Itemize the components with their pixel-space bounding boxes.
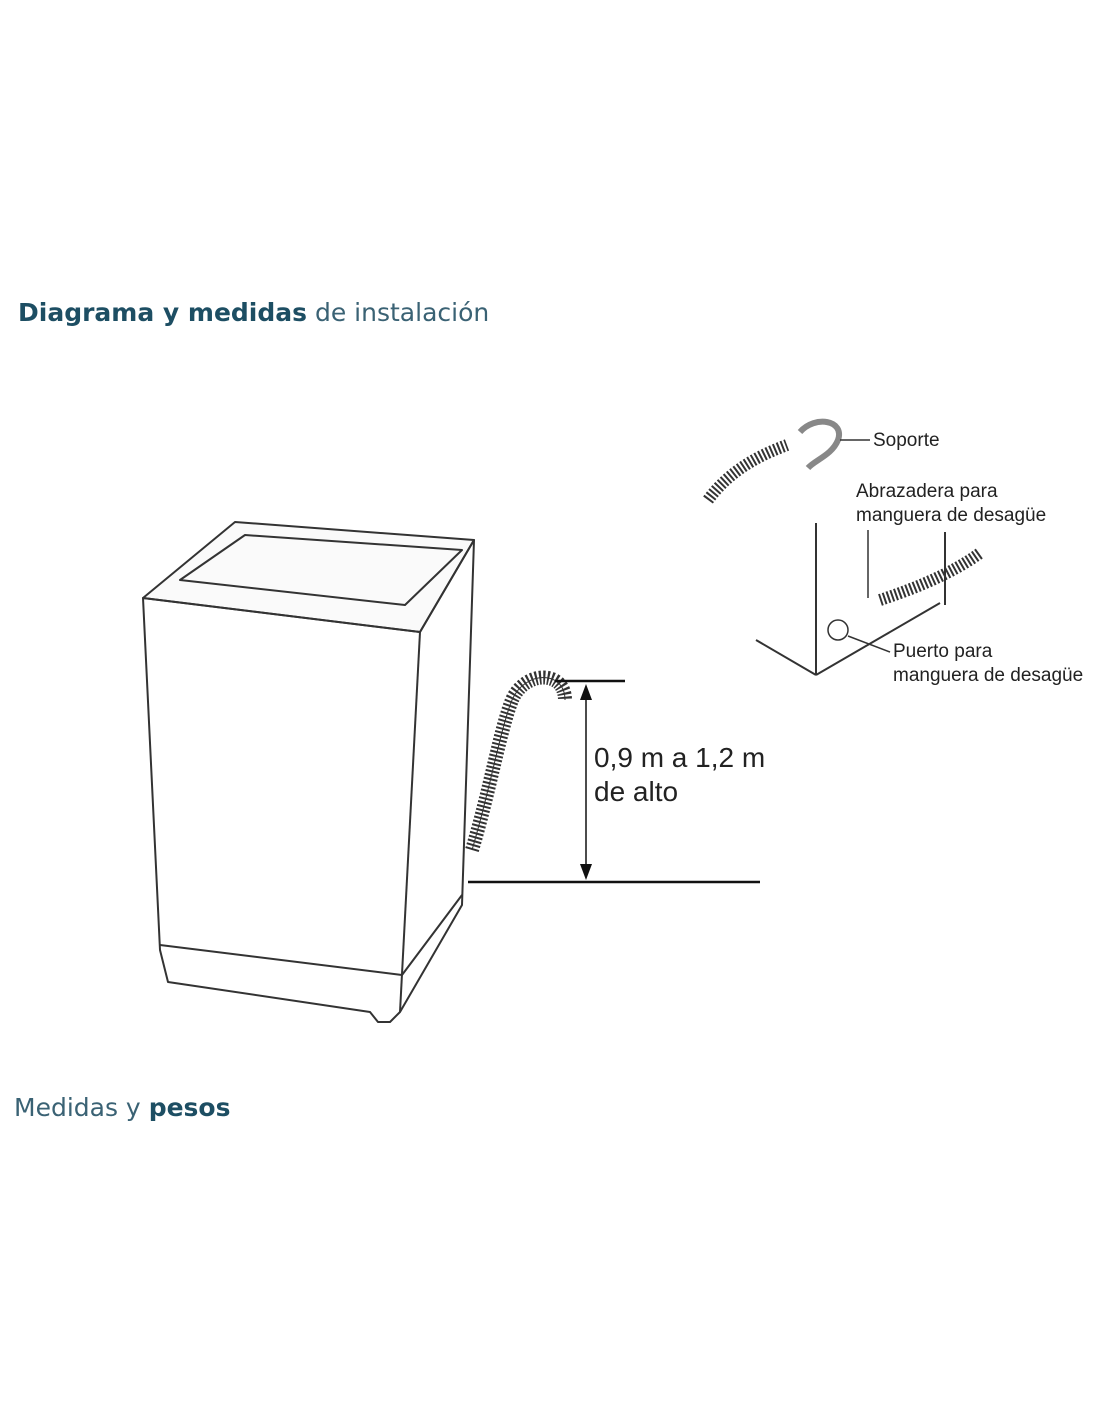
title-light: Medidas y [14,1093,141,1122]
section-title-installation: Diagrama y medidas de instalación [18,298,489,327]
abrazadera-label-line2: manguera de desagüe [856,505,1046,526]
soporte-label: Soporte [873,430,940,451]
title-bold: Diagrama y medidas [18,298,308,327]
washer-illustration [142,521,475,1023]
detail-illustration [703,418,984,676]
title-bold: pesos [148,1093,231,1122]
drain-hose [465,670,572,853]
puerto-label-line1: Puerto para [893,641,993,662]
abrazadera-label-line1: Abrazadera para [856,481,998,502]
height-measurement [468,679,760,884]
section-title-measures: Medidas y pesos [14,1093,230,1122]
height-label-line1: 0,9 m a 1,2 m [594,742,765,773]
height-label-line2: de alto [594,776,678,807]
puerto-label-line2: manguera de desagüe [893,665,1083,686]
title-light: de instalación [314,298,490,327]
